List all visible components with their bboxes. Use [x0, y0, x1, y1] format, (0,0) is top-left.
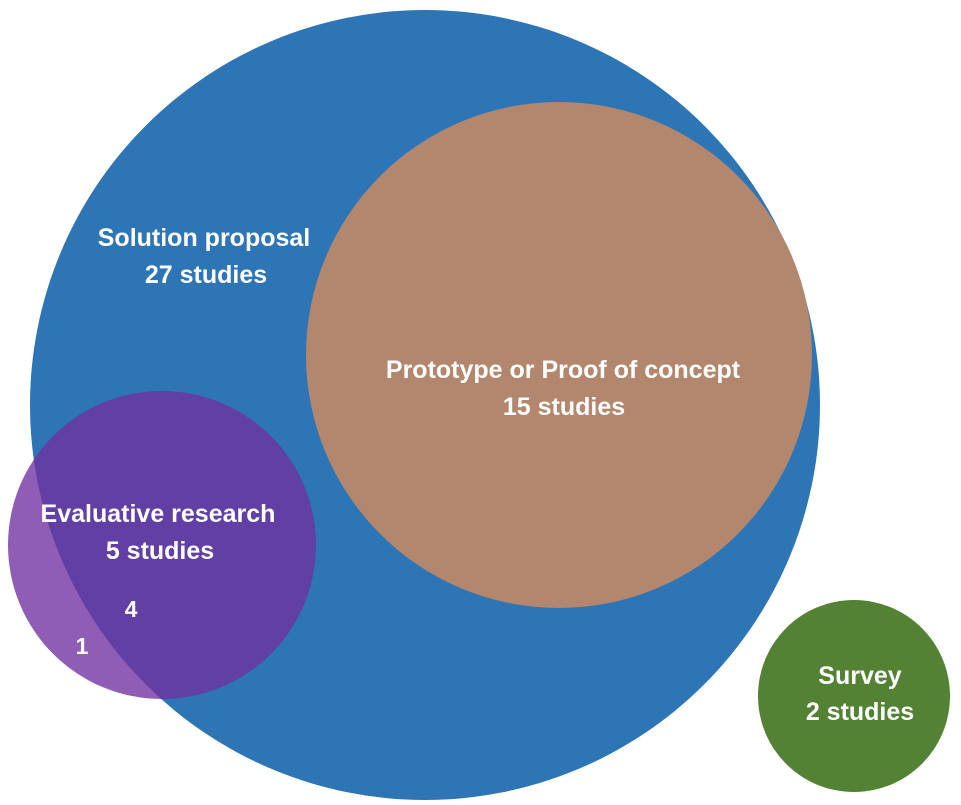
survey-circle: [758, 600, 950, 792]
evaluative-research-circle: [8, 391, 316, 699]
evaluative-research-count: 5 studies: [106, 537, 214, 565]
evaluative-solution-overlap-count: 4: [125, 596, 138, 622]
solution-proposal-count: 27 studies: [145, 261, 267, 289]
prototype-count: 15 studies: [503, 393, 625, 421]
evaluative-only-count: 1: [76, 633, 89, 659]
evaluative-research-label: Evaluative research: [41, 500, 276, 528]
prototype-circle: [306, 102, 812, 608]
survey-label: Survey: [818, 662, 901, 690]
solution-proposal-label: Solution proposal: [98, 224, 311, 252]
prototype-label: Prototype or Proof of concept: [386, 356, 741, 384]
survey-count: 2 studies: [806, 698, 914, 726]
